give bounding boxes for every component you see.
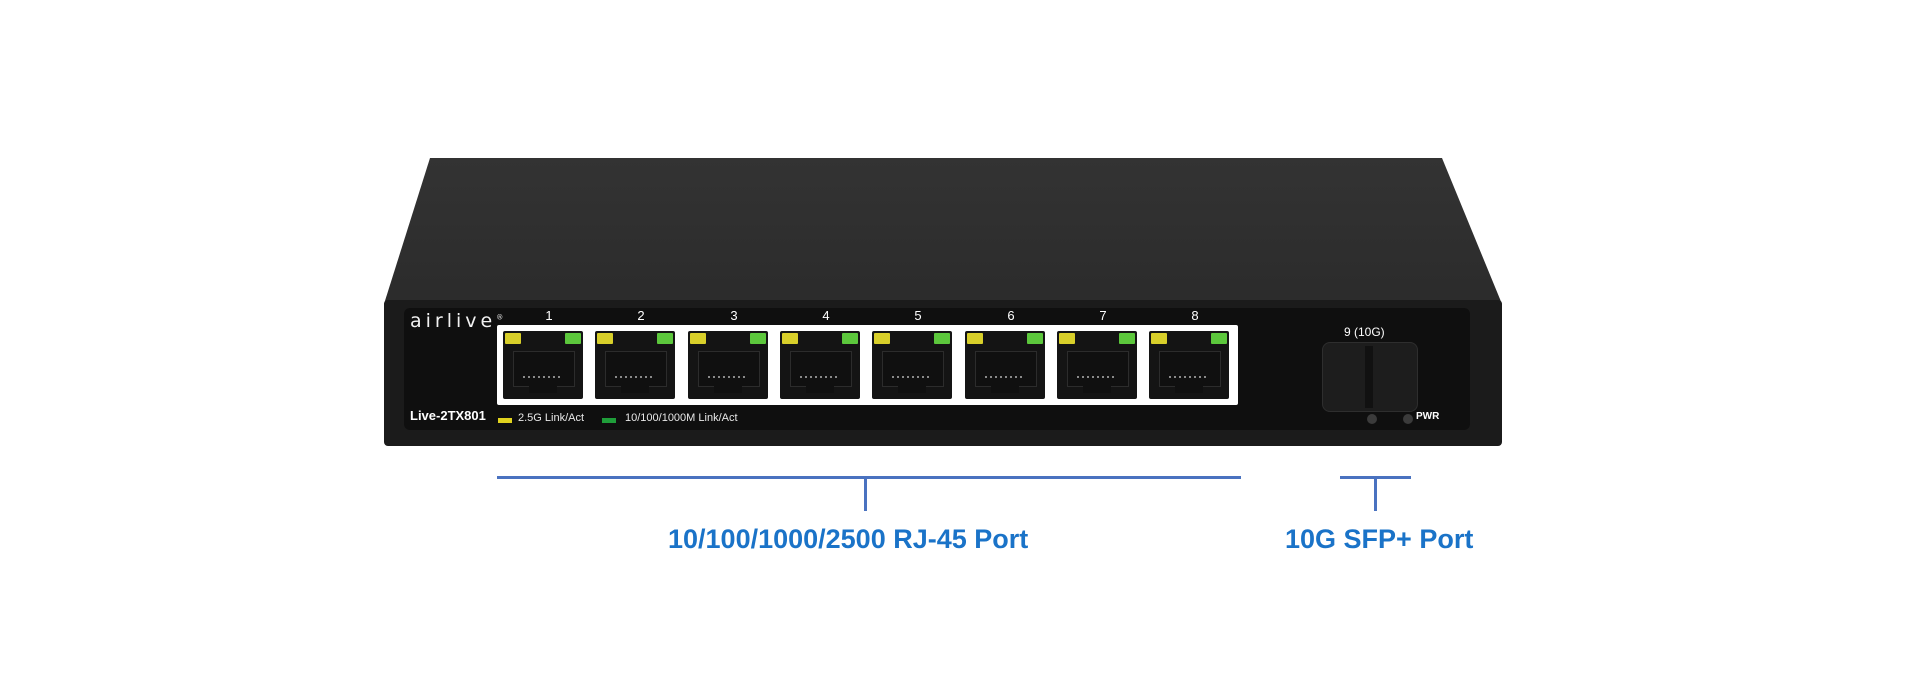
rj45-port-4 [780,331,860,399]
rj45-port-3 [688,331,768,399]
rj45-jack-2 [605,351,667,387]
brand-logo: airlive® [410,310,503,332]
rj45-latch-2 [621,385,649,393]
rj45-latch-8 [1175,385,1203,393]
legend-label-gigabit: 10/100/1000M Link/Act [625,412,738,424]
rj45-bracket-stem [864,478,867,511]
port-number-6: 6 [1007,308,1015,323]
led-green-2 [657,333,673,344]
led-yellow-7 [1059,333,1075,344]
rj45-port-7 [1057,331,1137,399]
led-yellow-2 [597,333,613,344]
rj45-pins-4 [800,376,840,378]
model-label: Live-2TX801 [410,408,486,423]
rj45-jack-4 [790,351,852,387]
led-green-6 [1027,333,1043,344]
port-number-8: 8 [1191,308,1199,323]
led-yellow-6 [967,333,983,344]
rj45-jack-8 [1159,351,1221,387]
rj45-jack-3 [698,351,760,387]
rj45-jack-7 [1067,351,1129,387]
legend-swatch-yellow [498,418,512,423]
rj45-bracket-line [497,476,1241,479]
sfp-port-annotation: 10G SFP+ Port [1285,524,1474,554]
port-number-5: 5 [914,308,922,323]
port-number-7: 7 [1099,308,1107,323]
rj45-jack-1 [513,351,575,387]
sfp-bracket-stem [1374,478,1377,511]
port-number-2: 2 [637,308,645,323]
rj45-jack-5 [882,351,944,387]
led-green-7 [1119,333,1135,344]
port-number-4: 4 [822,308,830,323]
led-yellow-3 [690,333,706,344]
sfp-bracket-line [1340,476,1411,479]
rj45-port-annotation: 10/100/1000/2500 RJ-45 Port [668,524,1029,554]
rj45-jack-6 [975,351,1037,387]
sfp-port-divider [1365,346,1373,408]
status-led-left [1367,414,1377,424]
rj45-port-8 [1149,331,1229,399]
led-yellow-8 [1151,333,1167,344]
led-yellow-4 [782,333,798,344]
rj45-latch-4 [806,385,834,393]
rj45-port-5 [872,331,952,399]
port-number-1: 1 [545,308,553,323]
led-green-5 [934,333,950,344]
sfp-port-number: 9 (10G) [1344,325,1385,339]
rj45-latch-1 [529,385,557,393]
brand-logo-text: airlive [410,310,497,332]
led-green-4 [842,333,858,344]
led-green-1 [565,333,581,344]
rj45-pins-8 [1169,376,1209,378]
led-green-3 [750,333,766,344]
port-number-3: 3 [730,308,738,323]
legend-label-2-5g: 2.5G Link/Act [518,412,585,424]
led-green-8 [1211,333,1227,344]
status-led-pwr [1403,414,1413,424]
rj45-latch-3 [714,385,742,393]
rj45-latch-7 [1083,385,1111,393]
rj45-port-2 [595,331,675,399]
power-label: PWR [1416,411,1440,422]
legend-swatch-green [602,418,616,423]
registered-mark: ® [496,313,504,322]
rj45-pins-7 [1077,376,1117,378]
rj45-pins-2 [615,376,655,378]
rj45-pins-3 [708,376,748,378]
led-yellow-5 [874,333,890,344]
rj45-pins-5 [892,376,932,378]
switch-top-cover [384,158,1502,304]
rj45-pins-6 [985,376,1025,378]
rj45-port-1 [503,331,583,399]
rj45-port-6 [965,331,1045,399]
rj45-pins-1 [523,376,563,378]
rj45-latch-5 [898,385,926,393]
led-yellow-1 [505,333,521,344]
rj45-latch-6 [991,385,1019,393]
